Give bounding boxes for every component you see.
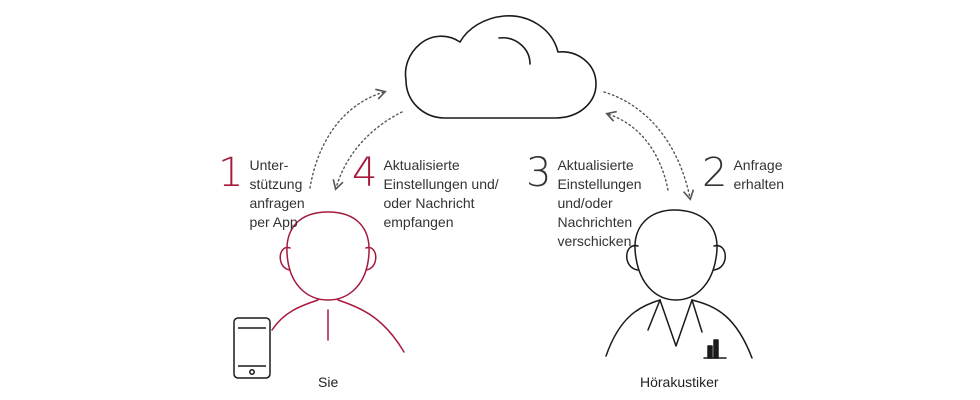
smartphone-icon [233, 317, 271, 379]
step-3-line: Einstellungen [557, 176, 642, 192]
step-1-line: anfragen [249, 195, 305, 211]
audiologist-icon [605, 209, 753, 359]
step-2: 2 Anfrage erhalten [702, 150, 785, 196]
step-3-line: Aktualisierte [557, 157, 634, 173]
step-1: 1 Unter- stützung anfragen per App [218, 150, 305, 232]
audiologist-caption: Hörakustiker [640, 374, 719, 390]
step-2-line: Anfrage [733, 157, 783, 173]
step-1-line: stützung [249, 176, 303, 192]
arrow-step-1 [309, 88, 387, 189]
person-icon [271, 211, 405, 353]
step-4-line: Einstellungen und/ [383, 176, 499, 192]
step-3-line: verschicken [557, 233, 632, 249]
arrow-step-2 [603, 91, 695, 201]
step-1-line: per App [249, 214, 298, 230]
step-3-line: und/oder [557, 195, 613, 211]
step-4-line: empfangen [383, 214, 454, 230]
arrow-step-3 [605, 110, 669, 191]
step-4-number: 4 [352, 150, 378, 196]
step-2-line: erhalten [733, 176, 785, 192]
step-2-number: 2 [702, 150, 728, 196]
step-3: 3 Aktualisierte Einstellungen und/oder N… [526, 150, 642, 251]
dotted-arrow-icon [309, 88, 695, 201]
step-1-number: 1 [218, 150, 244, 196]
step-3-line: Nachrichten [557, 214, 633, 230]
step-4-line: oder Nachricht [383, 195, 475, 211]
step-4-line: Aktualisierte [383, 157, 460, 173]
cloud-icon [404, 15, 597, 119]
step-1-line: Unter- [249, 157, 289, 173]
step-3-number: 3 [526, 150, 552, 196]
step-4: 4 Aktualisierte Einstellungen und/ oder … [352, 150, 499, 232]
user-caption: Sie [318, 374, 339, 390]
